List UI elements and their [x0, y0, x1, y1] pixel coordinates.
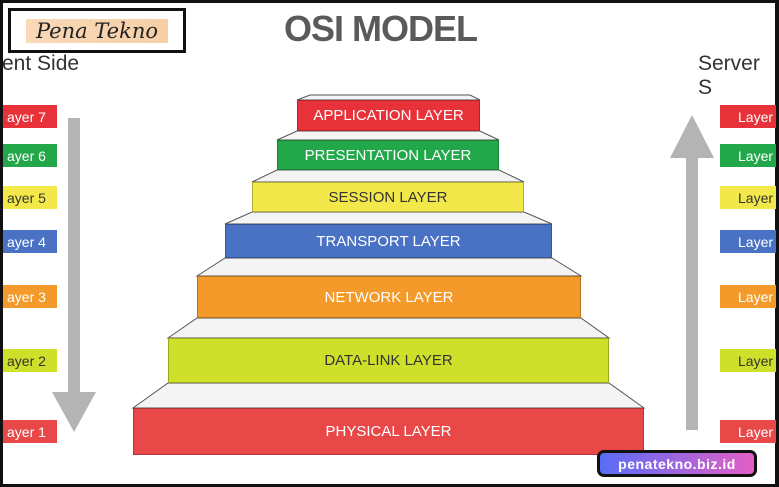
client-side-label: ent Side [2, 52, 80, 75]
client-tag-layer-3: ayer 3 [3, 285, 57, 308]
layer-3: NETWORK LAYER [197, 276, 581, 318]
server-tag-layer-4: Layer [720, 230, 776, 253]
watermark-badge: penatekno.biz.id [597, 450, 757, 477]
layer-7: APPLICATION LAYER [297, 100, 480, 131]
server-tag-layer-2: Layer [720, 349, 776, 372]
client-tag-layer-4: ayer 4 [3, 230, 57, 253]
server-side-label: Server S [698, 52, 760, 99]
layer-1: PHYSICAL LAYER [133, 408, 644, 455]
layer-6: PRESENTATION LAYER [277, 140, 499, 170]
server-tag-layer-1: Layer [720, 420, 776, 443]
layer-5: SESSION LAYER [252, 182, 524, 212]
diagram-title: OSI MODEL [284, 8, 478, 49]
client-tag-layer-1: ayer 1 [3, 420, 57, 443]
client-tag-layer-7: ayer 7 [3, 105, 57, 128]
server-arrow-up-icon [670, 115, 714, 430]
client-tag-layer-6: ayer 6 [3, 144, 57, 167]
client-arrow-down-icon [52, 118, 96, 432]
server-tag-layer-3: Layer [720, 285, 776, 308]
layer-4: TRANSPORT LAYER [225, 224, 552, 258]
server-tag-layer-6: Layer [720, 144, 776, 167]
client-tag-layer-5: ayer 5 [3, 186, 57, 209]
server-tag-layer-5: Layer [720, 186, 776, 209]
logo: Pena Tekno [8, 8, 186, 53]
server-tag-layer-7: Layer [720, 105, 776, 128]
client-tag-layer-2: ayer 2 [3, 349, 57, 372]
layer-2: DATA-LINK LAYER [168, 338, 609, 383]
